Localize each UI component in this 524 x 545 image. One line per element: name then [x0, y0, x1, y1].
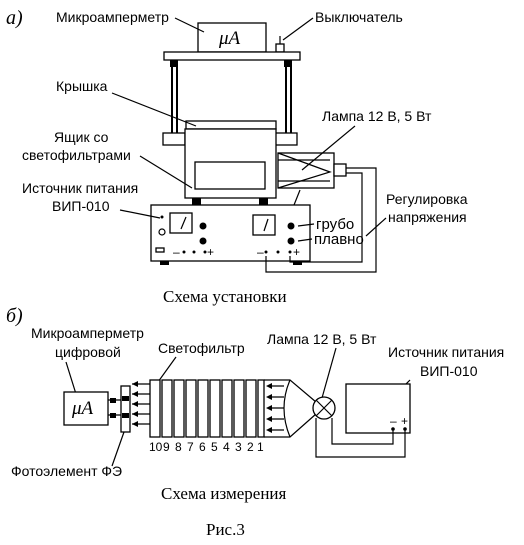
box-label-2: светофильтрами: [22, 147, 131, 163]
part-b-letter: б): [6, 305, 23, 327]
photocell-label: Фотоэлемент ФЭ: [11, 463, 122, 479]
filter-window: [194, 161, 266, 190]
microammeter-symbol: μA: [218, 28, 241, 49]
filter-num: 2: [247, 440, 254, 454]
part-a-letter: а): [6, 7, 23, 29]
photocell: [120, 385, 131, 433]
filter-num: 1: [257, 440, 264, 454]
switch-leader: [282, 17, 314, 41]
source-label-2: ВИП-010: [52, 198, 110, 214]
voltmeter-1: [169, 212, 193, 234]
digital-microammeter-symbol: μA: [71, 398, 94, 419]
box-leader: [139, 155, 193, 189]
part-a-caption: Схема установки: [163, 287, 287, 306]
light-arrows-left: [132, 381, 150, 427]
digital-microammeter: [63, 391, 109, 426]
filter-7: [185, 379, 197, 438]
box-label-1: Ящик со: [54, 129, 109, 145]
switch-label: Выключатель: [315, 9, 403, 25]
source-b-minus: –: [390, 414, 397, 428]
micro-label-2: цифровой: [55, 344, 121, 360]
wire-outer: [265, 167, 377, 273]
filter-4: [221, 379, 233, 438]
part-a-installation: а) μA Микроамперметр Выключатель Крышка: [6, 7, 468, 306]
source-leader: [119, 209, 161, 219]
knob-fine: [287, 237, 295, 245]
wire-inner: [289, 172, 363, 263]
switch-icon: [275, 43, 285, 53]
filter-1: [257, 379, 265, 438]
filter-leader: [157, 356, 177, 383]
voltmeter-2: [252, 214, 276, 236]
lid: [185, 120, 277, 130]
filter-9: [161, 379, 173, 438]
microammeter-box: [197, 22, 267, 53]
wire-b-inner: [331, 418, 394, 445]
figure-caption: Рис.3: [206, 520, 245, 539]
photocell-leader: [111, 431, 125, 467]
filter-num: 10: [149, 440, 163, 454]
filter-num: 4: [223, 440, 230, 454]
coarse-label: грубо: [316, 216, 354, 233]
source-b-plus: +: [401, 414, 408, 428]
source-b-label-2: ВИП-010: [420, 363, 478, 379]
regulation-label-1: Регулировка: [386, 191, 468, 207]
knob-2: [199, 237, 207, 245]
lamp-label-b: Лампа 12 В, 5 Вт: [267, 331, 377, 347]
micro-label-1: Микроамперметр: [31, 325, 144, 341]
source-plus-b: +: [293, 245, 300, 259]
lamp-leader: [301, 125, 356, 171]
source-minus-b: –: [257, 245, 264, 259]
lamp-socket: [333, 163, 347, 177]
filter-2: [245, 379, 257, 438]
regulation-label-2: напряжения: [388, 209, 467, 225]
knob-1: [199, 222, 207, 230]
microammeter-label: Микроамперметр: [56, 9, 169, 25]
fine-label: плавно: [314, 231, 364, 248]
light-arrows-right: [266, 383, 284, 433]
knob-coarse: [287, 222, 295, 230]
filter-num: 9: [163, 440, 170, 454]
filter-num: 7: [187, 440, 194, 454]
part-b-measurement: б) Микроамперметр цифровой μA Фотоэлемен…: [6, 305, 504, 503]
lid-label: Крышка: [56, 78, 108, 94]
top-plate: [163, 51, 301, 61]
filter-num: 8: [175, 440, 182, 454]
micro-leader: [65, 361, 77, 395]
source-minus-a: –: [173, 245, 180, 259]
source-plus-a: +: [207, 245, 214, 259]
filter-num: 6: [199, 440, 206, 454]
filter-8: [173, 379, 185, 438]
source-label-1: Источник питания: [22, 180, 138, 196]
filter-stack: [149, 379, 265, 438]
filter-3: [233, 379, 245, 438]
filter-10: [149, 379, 161, 438]
part-b-caption: Схема измерения: [161, 484, 287, 503]
filter-num: 5: [211, 440, 218, 454]
filter-num: 3: [235, 440, 242, 454]
microammeter-leader: [174, 17, 205, 33]
lid-leader: [111, 92, 197, 127]
filter-label: Светофильтр: [158, 340, 245, 356]
filter-numbers: 10 9 8 7 6 5 4 3 2 1: [149, 440, 264, 454]
filter-6: [197, 379, 209, 438]
wire-b-outer: [315, 418, 406, 458]
filter-5: [209, 379, 221, 438]
source-b-label-1: Источник питания: [388, 344, 504, 360]
power-source-b-box: [345, 383, 411, 434]
lamp-leader-b: [321, 347, 337, 399]
lamp-label: Лампа 12 В, 5 Вт: [322, 108, 432, 124]
